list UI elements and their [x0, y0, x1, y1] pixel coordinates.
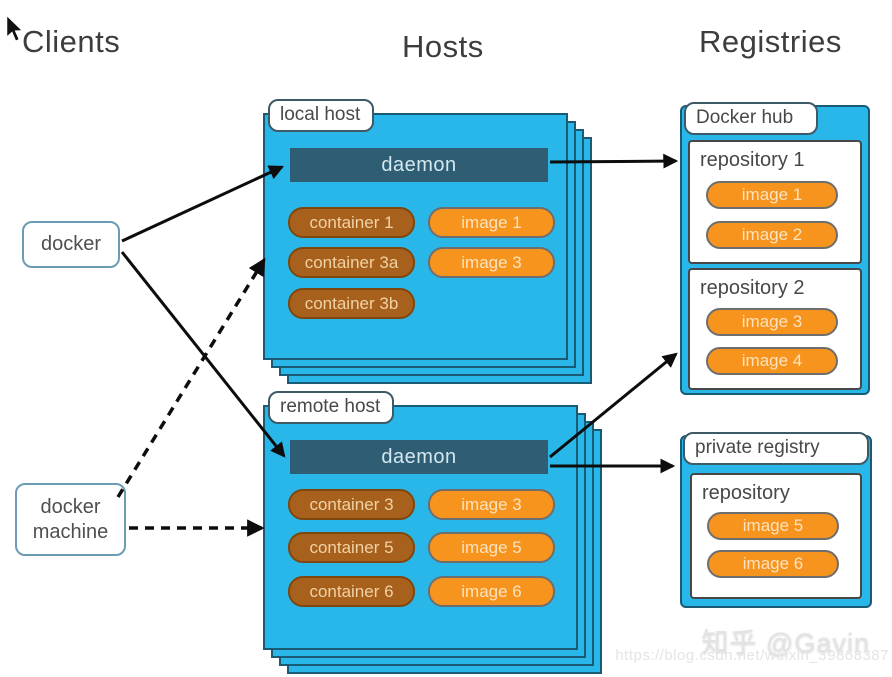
container-pill: container 6: [288, 576, 415, 607]
registries-column-header: Registries: [699, 24, 842, 59]
private-registry-label: private registry: [683, 432, 869, 465]
container-pill: container 3: [288, 489, 415, 520]
image-pill: image 6: [428, 576, 555, 607]
local-host-label: local host: [268, 99, 375, 132]
repository-title: repository 1: [700, 149, 805, 171]
arrow-docker-machine-to-local-host: [116, 257, 266, 498]
registry-image-pill: image 5: [707, 512, 839, 540]
container-pill: container 3a: [288, 247, 415, 278]
mouse-cursor-icon: [5, 15, 25, 43]
image-pill: image 3: [428, 247, 555, 278]
arrow-docker-to-local-daemon: [121, 165, 285, 243]
registry-image-pill: image 2: [706, 221, 838, 249]
csdn-url-watermark: https://blog.csdn.net/weixin_39868387: [615, 647, 889, 664]
image-pill: image 5: [428, 532, 555, 563]
clients-column-header: Clients: [22, 24, 121, 59]
registry-image-pill: image 6: [707, 550, 839, 578]
image-pill: image 3: [428, 489, 555, 520]
zhihu-watermark: 知乎 @Gavin: [701, 628, 870, 658]
registry-image-pill: image 3: [706, 308, 838, 336]
repository-title: repository 2: [700, 277, 805, 299]
arrow-docker-to-remote-daemon: [120, 251, 286, 458]
repository-title: repository: [702, 482, 790, 504]
docker-machine-client-label: docker machine: [32, 495, 109, 543]
remote-host-label: remote host: [268, 391, 395, 424]
docker-client-box: docker: [22, 221, 120, 268]
docker-hub-label: Docker hub: [684, 102, 818, 135]
container-pill: container 1: [288, 207, 415, 238]
local-daemon-bar: daemon: [290, 148, 548, 182]
hosts-column-header: Hosts: [402, 29, 484, 64]
container-pill: container 3b: [288, 288, 415, 319]
docker-client-label: docker: [40, 233, 102, 255]
image-pill: image 1: [428, 207, 555, 238]
container-pill: container 5: [288, 532, 415, 563]
registry-image-pill: image 1: [706, 181, 838, 209]
registry-image-pill: image 4: [706, 347, 838, 375]
docker-machine-client-box: docker machine: [15, 483, 126, 556]
remote-daemon-bar: daemon: [290, 440, 548, 474]
